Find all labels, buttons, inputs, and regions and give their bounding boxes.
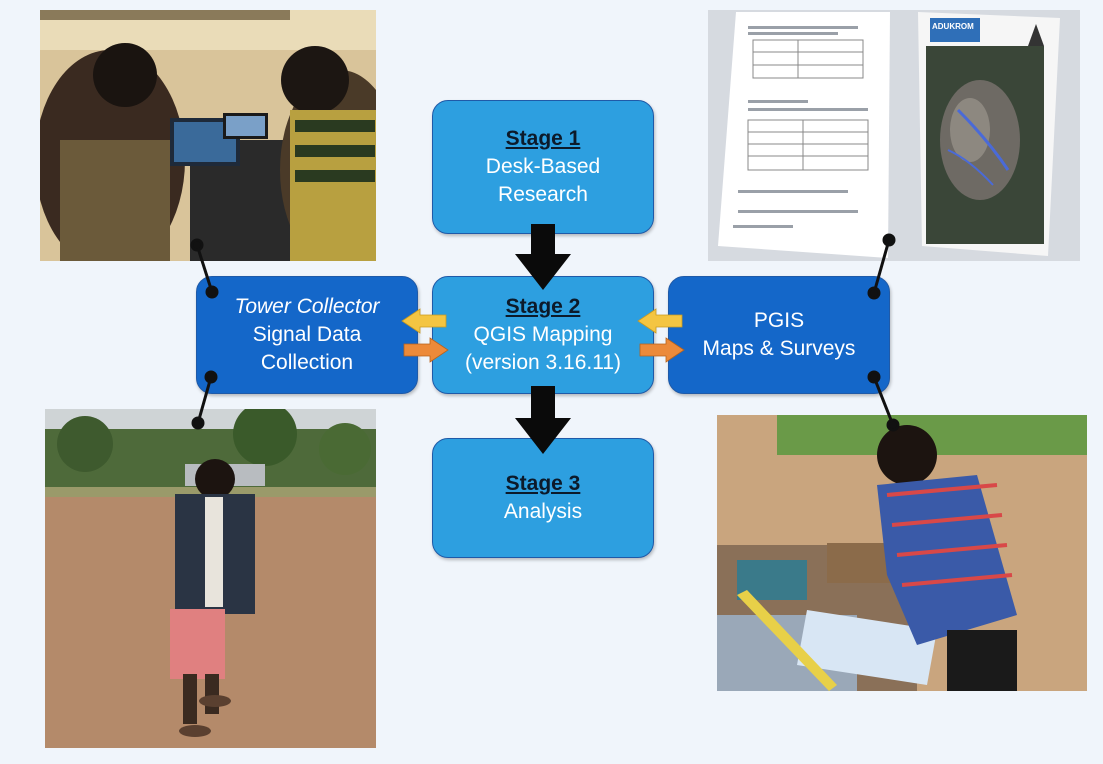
map-title: ADUKROM [932, 22, 974, 31]
stage2-heading: Stage 2 [505, 295, 581, 318]
tower-collector-box: Tower Collector Signal Data Collection [196, 276, 418, 394]
stage1-heading: Stage 1 [505, 127, 581, 150]
tower-line2: Signal Data [252, 323, 362, 346]
stage1-line1: Desk-Based [485, 155, 601, 178]
stage3-box: Stage 3 Analysis [432, 438, 654, 558]
stage2-line1: QGIS Mapping [473, 323, 613, 346]
stage3-heading: Stage 3 [505, 472, 581, 495]
tower-line3: Collection [260, 351, 354, 374]
stage1-line2: Research [498, 183, 588, 206]
photo-survey-and-map: ADUKROM [708, 10, 1080, 261]
stage1-box: Stage 1 Desk-Based Research [432, 100, 654, 234]
pgis-line2: Maps & Surveys [702, 337, 856, 360]
stage2-box: Stage 2 QGIS Mapping (version 3.16.11) [432, 276, 654, 394]
pgis-line1: PGIS [753, 309, 805, 332]
photo-signal-collector [45, 409, 376, 748]
pgis-box: PGIS Maps & Surveys [668, 276, 890, 394]
photo-tablet-team [40, 10, 376, 261]
stage2-line2: (version 3.16.11) [464, 351, 622, 374]
photo-pgis-mapping [717, 415, 1087, 691]
stage3-line1: Analysis [503, 500, 583, 523]
tower-line1: Tower Collector [234, 295, 380, 318]
